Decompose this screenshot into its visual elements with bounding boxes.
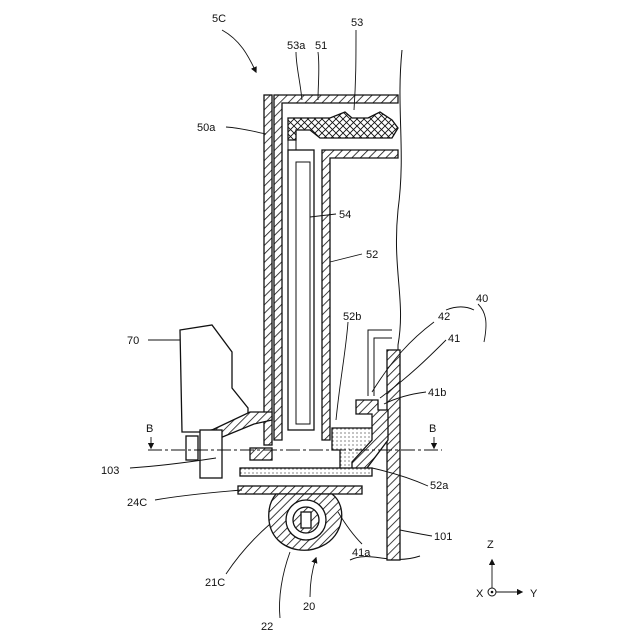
label-103: 103 — [101, 465, 119, 477]
label-50a: 50a — [197, 122, 216, 134]
base-plate-lower — [238, 486, 362, 494]
bracket-foot — [186, 436, 198, 460]
label-5c: 5C — [212, 13, 226, 25]
label-70: 70 — [127, 335, 139, 347]
label-52b: 52b — [343, 311, 361, 323]
label-53a: 53a — [287, 40, 306, 52]
axis-x-label: X — [476, 588, 484, 600]
label-53: 53 — [351, 17, 363, 29]
label-22: 22 — [261, 621, 273, 633]
label-101: 101 — [434, 531, 452, 543]
label-51: 51 — [315, 40, 327, 52]
label-40: 40 — [476, 293, 488, 305]
label-24c: 24C — [127, 497, 147, 509]
bracket-lower — [200, 430, 222, 478]
label-41b: 41b — [428, 387, 446, 399]
label-52: 52 — [366, 249, 378, 261]
axis-z-label: Z — [487, 539, 494, 551]
bracket — [180, 325, 248, 432]
label-b-left: B — [146, 423, 153, 435]
outer-wall — [264, 95, 272, 445]
label-41a: 41a — [352, 547, 371, 559]
label-20: 20 — [303, 601, 315, 613]
label-42: 42 — [438, 311, 450, 323]
label-b-right: B — [429, 423, 436, 435]
label-41: 41 — [448, 333, 460, 345]
label-52a: 52a — [430, 480, 449, 492]
wall-plate — [387, 350, 400, 560]
axis-indicator: Z X Y — [476, 539, 538, 600]
axis-y-label: Y — [530, 588, 538, 600]
label-21c: 21C — [205, 577, 225, 589]
base-plate — [240, 468, 372, 476]
label-54: 54 — [339, 209, 351, 221]
arrow-band — [288, 112, 398, 140]
